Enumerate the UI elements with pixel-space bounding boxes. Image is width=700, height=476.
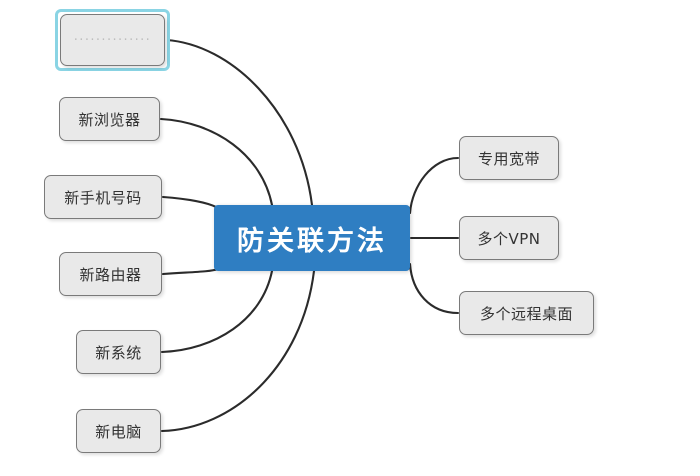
left-branch-node-new-computer[interactable]: 新电脑	[76, 409, 161, 453]
node-label: 新系统	[95, 343, 142, 362]
right-branch-node-multiple-vpn[interactable]: 多个VPN	[459, 216, 559, 260]
connector-multiple-remote-desktop[interactable]	[408, 262, 460, 315]
left-branch-node-new-system[interactable]: 新系统	[76, 330, 161, 374]
central-node[interactable]: 防关联方法	[214, 205, 410, 271]
connector-new-phone-number[interactable]	[161, 195, 218, 209]
left-branch-node-placeholder-node[interactable]: ··············	[60, 14, 165, 66]
node-label: 多个远程桌面	[479, 304, 573, 323]
node-label: 新浏览器	[78, 110, 141, 129]
left-branch-node-new-phone-number[interactable]: 新手机号码	[44, 175, 162, 219]
node-label: 新路由器	[79, 265, 142, 284]
left-branch-node-new-router[interactable]: 新路由器	[59, 252, 162, 296]
connector-new-system[interactable]	[160, 269, 274, 354]
right-branch-node-dedicated-broadband[interactable]: 专用宽带	[459, 136, 559, 180]
connector-new-router[interactable]	[161, 267, 220, 276]
central-node-label: 防关联方法	[237, 225, 387, 257]
right-branch-node-multiple-remote-desktop[interactable]: 多个远程桌面	[459, 291, 594, 335]
node-label: 专用宽带	[477, 149, 540, 168]
connector-dedicated-broadband[interactable]	[408, 156, 460, 215]
node-label: 新电脑	[95, 422, 142, 441]
node-label: 新手机号码	[64, 188, 142, 207]
placeholder-dots: ··············	[73, 32, 152, 48]
left-branch-node-new-browser[interactable]: 新浏览器	[59, 97, 160, 141]
connector-new-browser[interactable]	[159, 117, 274, 207]
node-label: 多个VPN	[477, 229, 541, 248]
connector-placeholder-node[interactable]	[164, 38, 314, 207]
connector-new-computer[interactable]	[160, 269, 316, 433]
